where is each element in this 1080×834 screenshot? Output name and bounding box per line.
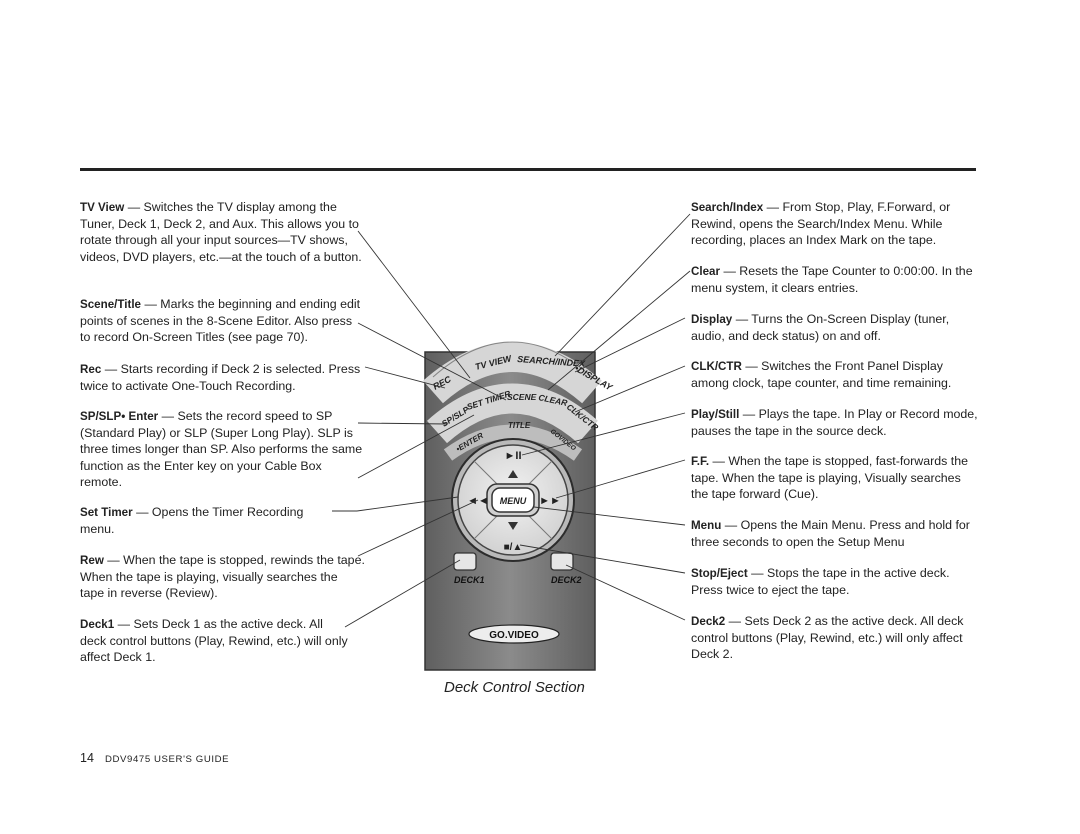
- brand-logo-text: GO.VIDEO: [489, 630, 539, 641]
- rew-button[interactable]: ◄◄: [467, 495, 489, 507]
- ff-button[interactable]: ►►: [539, 495, 561, 507]
- entry-set-timer: Set Timer — Opens the Timer Recording me…: [80, 505, 304, 537]
- stop-eject-button[interactable]: ■/▲: [504, 542, 523, 553]
- entry-tv-view: TV View — Switches the TV display among …: [80, 200, 362, 264]
- entry-stop-eject: Stop/Eject — Stops the tape in the activ…: [691, 566, 950, 598]
- page-footer: 14 DDV9475 USER'S GUIDE: [80, 751, 229, 765]
- leader-lines: [332, 213, 691, 628]
- entry-rec: Rec — Starts recording if Deck 2 is sele…: [80, 362, 361, 394]
- lower-button-band: [443, 424, 583, 461]
- play-still-button[interactable]: ►II: [505, 450, 522, 462]
- label-scene: SCENE: [507, 392, 537, 402]
- figure-caption: Deck Control Section: [444, 679, 585, 696]
- entry-deck2: Deck2 — Sets Deck 2 as the active deck. …: [691, 614, 964, 662]
- entry-display: Display — Turns the On-Screen Display (t…: [691, 312, 950, 344]
- entry-clk-ctr: CLK/CTR — Switches the Front Panel Displ…: [691, 359, 952, 391]
- deck1-button[interactable]: [453, 552, 477, 571]
- label-deck1: DECK1: [454, 575, 485, 585]
- deck2-button[interactable]: [550, 552, 574, 571]
- label-search-index: SEARCH/INDEX: [517, 354, 587, 369]
- entry-scene-title: Scene/Title — Marks the beginning and en…: [80, 297, 361, 345]
- top-rule: [80, 168, 976, 171]
- page-number: 14: [80, 751, 94, 765]
- entry-search-index: Search/Index — From Stop, Play, F.Forwar…: [691, 200, 951, 248]
- label-deck2: DECK2: [551, 575, 582, 585]
- entry-clear: Clear — Resets the Tape Counter to 0:00:…: [691, 264, 973, 296]
- entry-menu: Menu — Opens the Main Menu. Press and ho…: [691, 518, 970, 550]
- entry-play-still: Play/Still — Plays the tape. In Play or …: [691, 407, 978, 439]
- entry-ff: F.F. — When the tape is stopped, fast-fo…: [691, 454, 969, 502]
- entry-rew: Rew — When the tape is stopped, rewinds …: [80, 553, 365, 601]
- top-button-band: [423, 342, 602, 404]
- label-menu: MENU: [500, 496, 527, 506]
- brand-logo: [468, 624, 560, 644]
- middle-button-band: [427, 383, 598, 444]
- entry-sp-slp-enter: SP/SLP• Enter — Sets the record speed to…: [80, 409, 363, 489]
- entry-deck1: Deck1 — Sets Deck 1 as the active deck. …: [80, 617, 348, 665]
- label-title: TITLE: [508, 421, 531, 430]
- guide-title: DDV9475 USER'S GUIDE: [104, 754, 230, 765]
